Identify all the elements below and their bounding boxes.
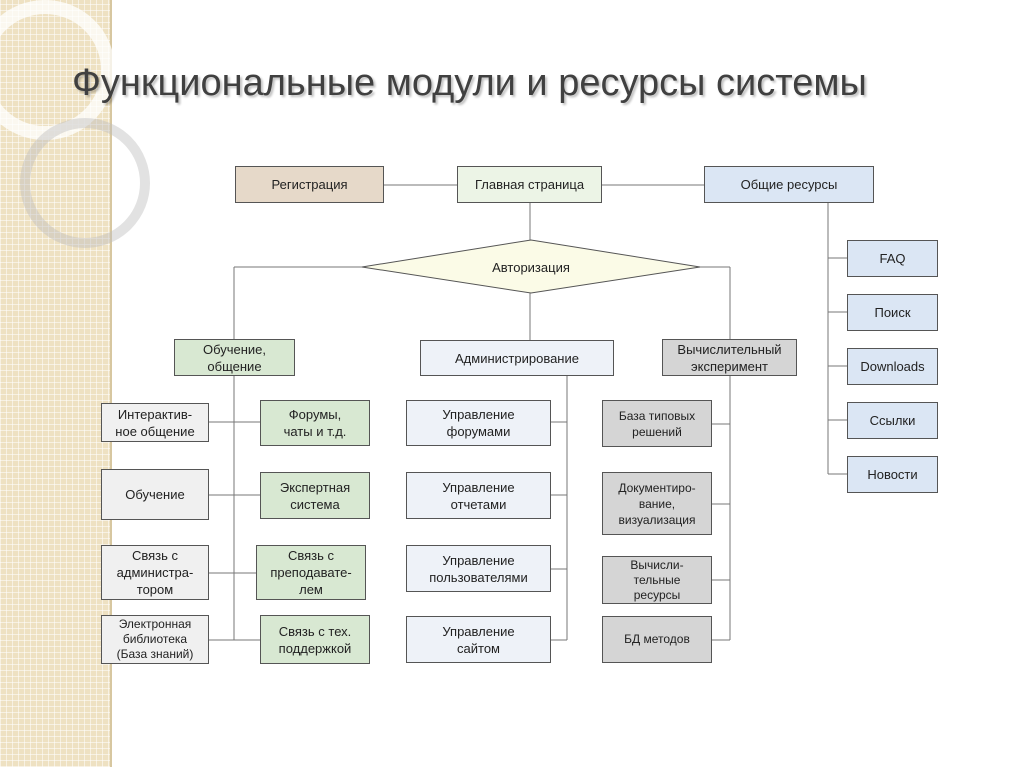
learning-left-item-4: Электронная библиотека (База знаний)	[101, 615, 209, 664]
admin-header-box: Администрирование	[420, 340, 614, 376]
experiment-item-3: Вычисли- тельные ресурсы	[602, 556, 712, 604]
learning-right-item-4: Связь с тех. поддержкой	[260, 615, 370, 664]
resource-news-box: Новости	[847, 456, 938, 493]
side-strip-edge	[110, 0, 112, 767]
slide-title: Функциональные модули и ресурсы системы	[72, 62, 867, 104]
learning-left-item-1: Интерактив- ное общение	[101, 403, 209, 442]
learning-header-box: Обучение, общение	[174, 339, 295, 376]
shared-resources-box: Общие ресурсы	[704, 166, 874, 203]
registration-box: Регистрация	[235, 166, 384, 203]
resource-search-box: Поиск	[847, 294, 938, 331]
learning-left-item-3: Связь с администра- тором	[101, 545, 209, 600]
learning-right-item-1: Форумы, чаты и т.д.	[260, 400, 370, 446]
authorization-label: Авторизация	[492, 259, 570, 275]
admin-item-3: Управление пользователями	[406, 545, 551, 592]
admin-item-1: Управление форумами	[406, 400, 551, 446]
experiment-item-2: Документиро- вание, визуализация	[602, 472, 712, 535]
authorization-diamond-shape	[361, 239, 701, 294]
resource-faq-box: FAQ	[847, 240, 938, 277]
learning-left-item-2: Обучение	[101, 469, 209, 520]
learning-right-item-3: Связь с преподавате- лем	[256, 545, 366, 600]
admin-item-4: Управление сайтом	[406, 616, 551, 663]
main-page-box: Главная страница	[457, 166, 602, 203]
admin-item-2: Управление отчетами	[406, 472, 551, 519]
decorative-ring-small	[20, 118, 150, 248]
resource-downloads-box: Downloads	[847, 348, 938, 385]
resource-links-box: Ссылки	[847, 402, 938, 439]
experiment-header-box: Вычислительный эксперимент	[662, 339, 797, 376]
learning-right-item-2: Экспертная система	[260, 472, 370, 519]
experiment-item-4: БД методов	[602, 616, 712, 663]
experiment-item-1: База типовых решений	[602, 400, 712, 447]
